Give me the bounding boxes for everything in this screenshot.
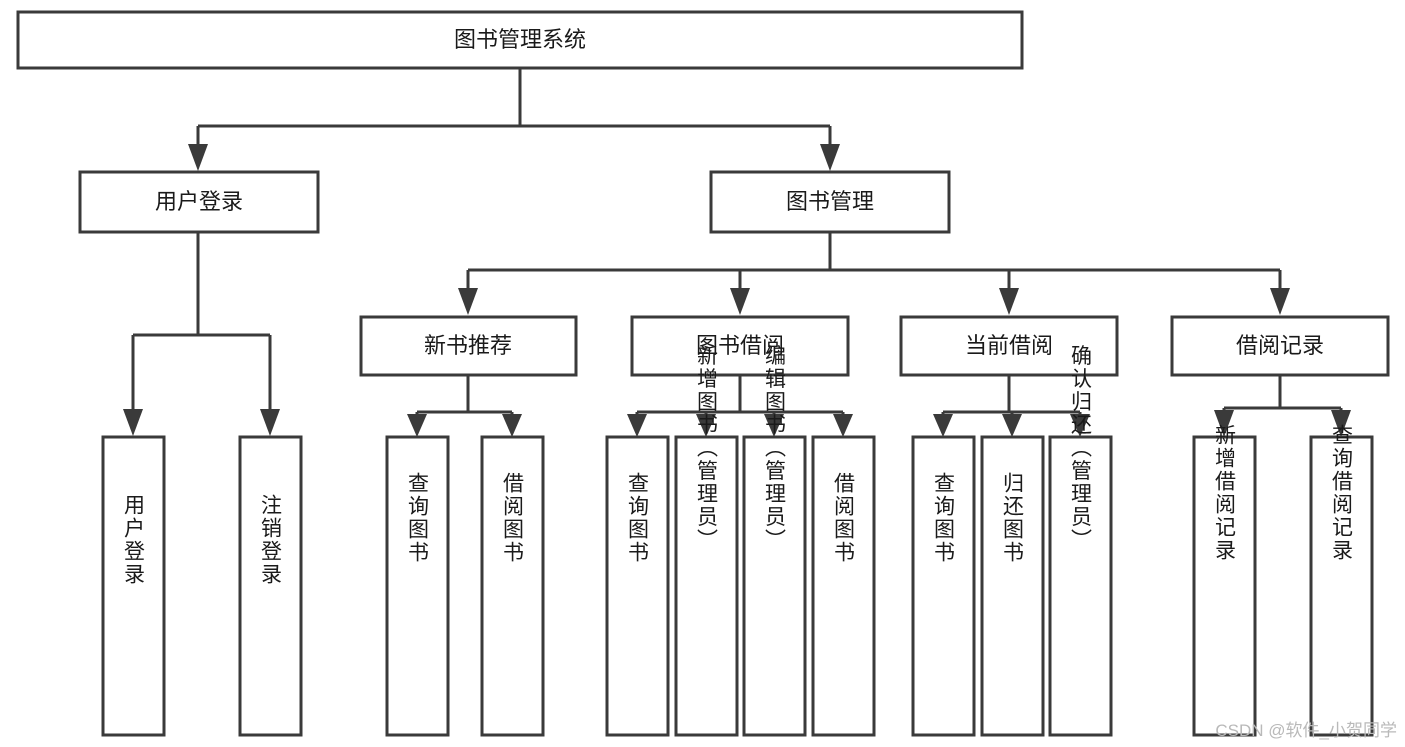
arrow-head-leaf-user-login: [123, 409, 143, 436]
leaf-logout-box[interactable]: [238, 435, 303, 737]
leaf-node-confirm-return[interactable]: 确认归还（管理员）: [1048, 345, 1113, 737]
leaf-add-record-label: 新增借阅记录: [1213, 424, 1237, 562]
connector-group-borrow-record: [1214, 375, 1351, 437]
arrow-head-leaf-query-book-2: [627, 414, 647, 437]
leaf-query-book-3-label: 查询图书: [932, 472, 956, 564]
arrow-head-userlogin: [188, 144, 208, 171]
leaf-node-borrow-book-2[interactable]: 借阅图书: [811, 435, 876, 737]
leaf-add-book-label: 新增图书（管理员）: [695, 345, 719, 552]
leaf-query-book-2-box[interactable]: [605, 435, 670, 737]
leaf-node-query-book-2[interactable]: 查询图书: [605, 435, 670, 737]
arrow-head-leaf-query-book-3: [933, 414, 953, 437]
node-new-book-recommend[interactable]: 新书推荐: [359, 315, 578, 377]
node-book-borrow[interactable]: 图书借阅: [630, 315, 850, 377]
leaf-node-user-login[interactable]: 用户登录: [101, 435, 166, 737]
connector-group-current-borrow: [933, 375, 1090, 437]
arrow-head-leaf-logout: [260, 409, 280, 436]
node-new-book-recommend-box[interactable]: [359, 315, 578, 377]
leaf-add-book-box[interactable]: [674, 435, 739, 737]
node-root-label: 图书管理系统: [454, 27, 586, 52]
leaf-node-borrow-book-1[interactable]: 借阅图书: [480, 435, 545, 737]
node-user-login-box[interactable]: [78, 170, 320, 234]
leaf-borrow-book-1-box[interactable]: [480, 435, 545, 737]
leaf-return-book-label: 归还图书: [1001, 472, 1025, 564]
leaf-confirm-return-box[interactable]: [1048, 435, 1113, 737]
arrow-head-leaf-confirm-return: [1070, 414, 1090, 437]
leaf-node-query-record[interactable]: 查询借阅记录: [1309, 424, 1374, 737]
leaf-node-add-book[interactable]: 新增图书（管理员）: [674, 345, 739, 737]
node-user-login-label: 用户登录: [155, 189, 243, 214]
arrow-head-leaf-borrow-book-1: [502, 414, 522, 437]
arrow-head-current-borrow: [999, 288, 1019, 315]
leaf-node-query-book-1[interactable]: 查询图书: [385, 435, 450, 737]
connector-group-root: [188, 68, 840, 171]
arrow-head-leaf-add-book: [696, 414, 716, 437]
arrow-head-leaf-borrow-book-2: [833, 414, 853, 437]
node-current-borrow[interactable]: 当前借阅: [899, 315, 1119, 377]
leaf-user-login-label: 用户登录: [122, 494, 146, 586]
node-root[interactable]: 图书管理系统: [16, 10, 1024, 70]
arrow-head-leaf-add-record: [1214, 410, 1234, 437]
leaf-node-edit-book[interactable]: 编辑图书（管理员）: [742, 345, 807, 737]
arrow-head-leaf-query-book-1: [407, 414, 427, 437]
leaf-query-book-1-box[interactable]: [385, 435, 450, 737]
leaf-user-login-box[interactable]: [101, 435, 166, 737]
arrow-head-bookmgmt: [820, 144, 840, 171]
node-book-management[interactable]: 图书管理: [709, 170, 951, 234]
node-new-book-recommend-label: 新书推荐: [424, 333, 512, 358]
node-root-box[interactable]: [16, 10, 1024, 70]
arrow-head-book-borrow: [730, 288, 750, 315]
node-book-borrow-label: 图书借阅: [696, 333, 784, 358]
leaf-confirm-return-label: 确认归还（管理员）: [1069, 345, 1093, 552]
leaf-query-record-label: 查询借阅记录: [1330, 424, 1354, 562]
node-borrow-record[interactable]: 借阅记录: [1170, 315, 1390, 377]
leaf-query-book-3-box[interactable]: [911, 435, 976, 737]
node-current-borrow-label: 当前借阅: [965, 333, 1053, 358]
connector-group-book-borrow: [627, 375, 853, 437]
leaf-borrow-book-1-label: 借阅图书: [501, 472, 525, 564]
arrow-head-leaf-return-book: [1002, 414, 1022, 437]
leaf-node-add-record[interactable]: 新增借阅记录: [1192, 424, 1257, 737]
leaf-node-return-book[interactable]: 归还图书: [980, 435, 1045, 737]
leaf-query-record-box[interactable]: [1309, 435, 1374, 737]
leaf-query-book-2-label: 查询图书: [626, 472, 650, 564]
node-borrow-record-label: 借阅记录: [1236, 333, 1324, 358]
connector-group-new-book-recommend: [407, 375, 522, 437]
leaf-node-query-book-3[interactable]: 查询图书: [911, 435, 976, 737]
node-book-management-label: 图书管理: [786, 189, 874, 214]
arrow-head-leaf-edit-book: [764, 414, 784, 437]
leaf-borrow-book-2-box[interactable]: [811, 435, 876, 737]
leaf-logout-label: 注销登录: [259, 494, 283, 586]
leaf-add-record-box[interactable]: [1192, 435, 1257, 737]
node-book-borrow-box[interactable]: [630, 315, 850, 377]
leaf-edit-book-label: 编辑图书（管理员）: [763, 345, 787, 552]
node-book-management-box[interactable]: [709, 170, 951, 234]
connector-group-bookmgmt: [458, 232, 1290, 315]
leaf-return-book-box[interactable]: [980, 435, 1045, 737]
connector-group-userlogin: [123, 232, 280, 436]
arrow-head-leaf-query-record: [1331, 410, 1351, 437]
node-user-login[interactable]: 用户登录: [78, 170, 320, 234]
leaf-node-logout[interactable]: 注销登录: [238, 435, 303, 737]
leaf-edit-book-box[interactable]: [742, 435, 807, 737]
arrow-head-new-book-recommend: [458, 288, 478, 315]
node-borrow-record-box[interactable]: [1170, 315, 1390, 377]
leaf-borrow-book-2-label: 借阅图书: [832, 472, 856, 564]
leaf-query-book-1-label: 查询图书: [406, 472, 430, 564]
arrow-head-borrow-record: [1270, 288, 1290, 315]
node-current-borrow-box[interactable]: [899, 315, 1119, 377]
